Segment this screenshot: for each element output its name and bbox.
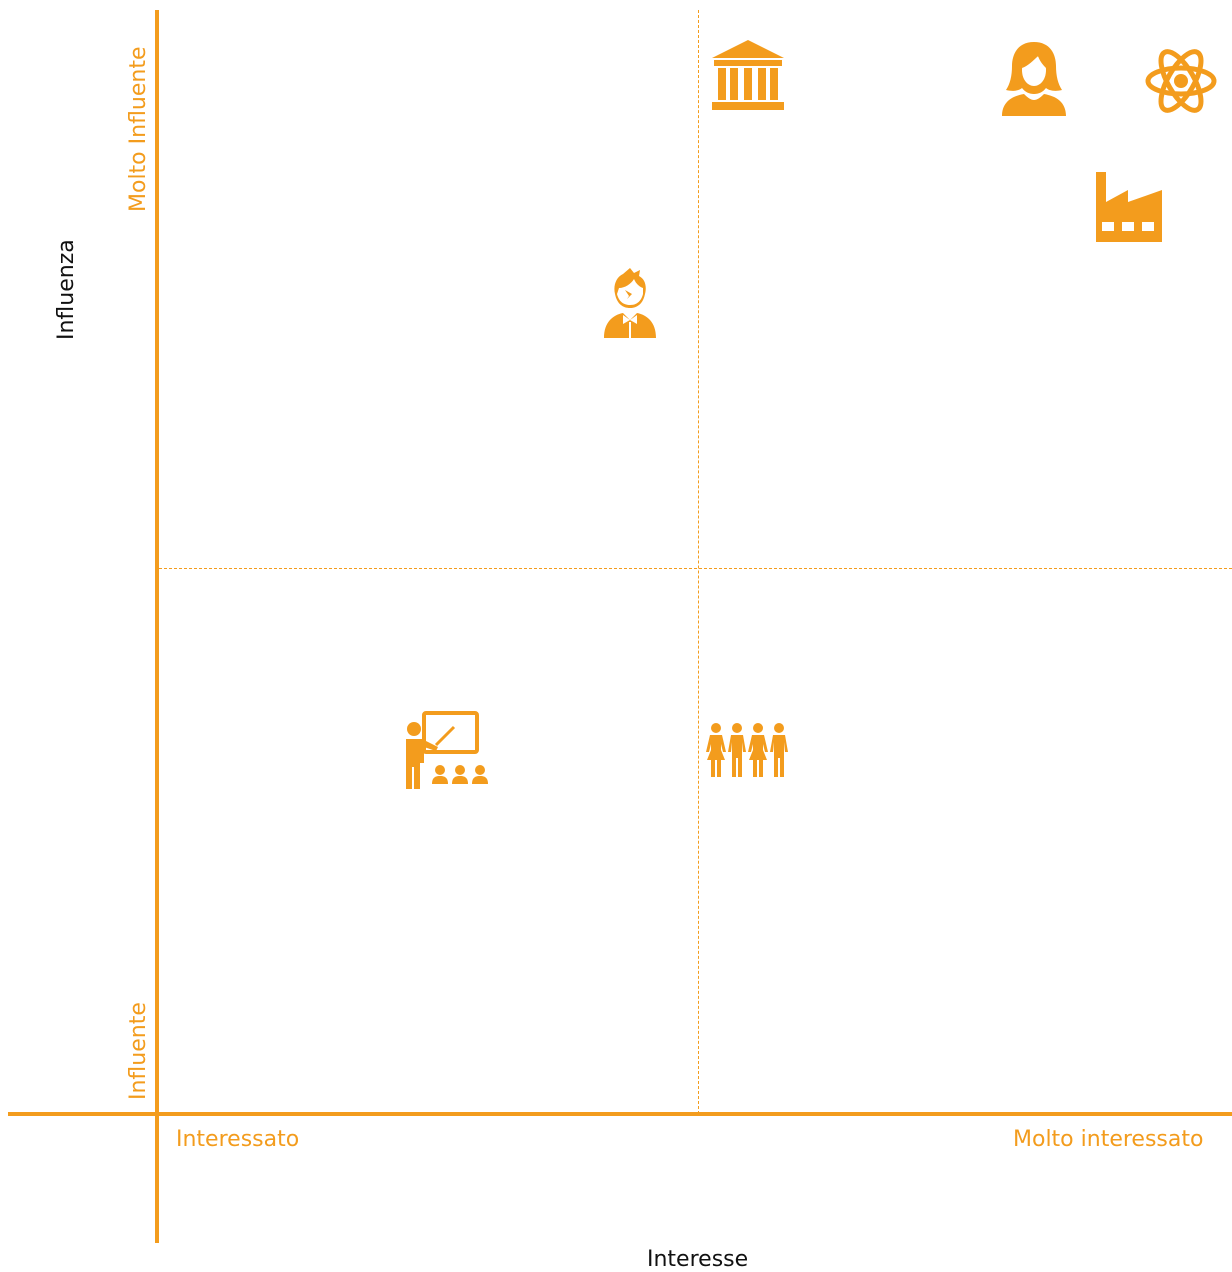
student-icon [603,266,657,338]
group-of-people-icon [706,722,790,778]
horizontal-quadrant-divider [159,568,1232,569]
vertical-quadrant-divider [698,10,699,1114]
government-building-icon [710,40,786,110]
x-axis-low-label: Interessato [176,1127,300,1152]
x-axis-high-label: Molto interessato [1013,1127,1204,1152]
x-axis-title: Interesse [647,1247,749,1272]
y-axis-title: Influenza [54,239,79,340]
y-axis-high-label: Molto Influente [126,46,151,212]
y-axis-line [155,10,159,1243]
teacher-icon [402,711,490,791]
woman-icon [1000,40,1068,116]
y-axis-low-label: Influente [126,1002,151,1100]
atom-icon [1144,40,1218,122]
x-axis-line [8,1112,1232,1116]
factory-icon [1094,172,1164,242]
